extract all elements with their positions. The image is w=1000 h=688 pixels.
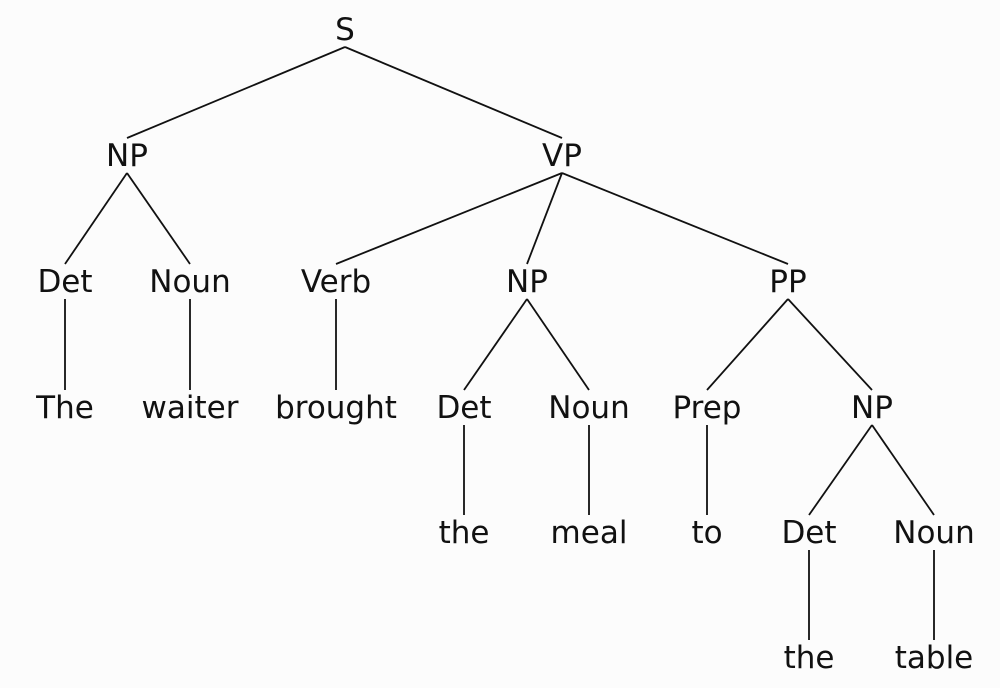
node-pp: PP	[769, 264, 806, 300]
edge-s-to-np-subject	[126, 46, 346, 139]
tree-edges	[64, 46, 935, 640]
node-word-table: table	[895, 640, 974, 676]
edge-s-to-vp	[344, 46, 563, 139]
node-word-the-1: The	[35, 390, 94, 426]
tree-labels: SNPDetTheNounwaiterVPVerbbroughtNPDetthe…	[35, 12, 975, 676]
edge-np-subject-to-det-1	[64, 172, 128, 265]
edge-np-object-to-noun-2	[526, 298, 590, 391]
node-noun-3: Noun	[893, 515, 974, 551]
node-verb: Verb	[301, 264, 371, 300]
node-np-pp: NP	[851, 390, 893, 426]
node-noun-1: Noun	[149, 264, 230, 300]
node-np-subject: NP	[106, 138, 148, 174]
node-det-1: Det	[37, 264, 92, 300]
node-vp: VP	[542, 138, 582, 174]
node-det-3: Det	[781, 515, 836, 551]
node-word-brought: brought	[275, 390, 397, 426]
edge-np-pp-to-det-3	[808, 424, 873, 516]
edge-np-pp-to-noun-3	[871, 424, 935, 516]
node-word-meal: meal	[551, 515, 628, 551]
node-word-the-3: the	[784, 640, 835, 676]
node-word-waiter: waiter	[142, 390, 239, 426]
node-s: S	[335, 12, 355, 48]
edge-vp-to-pp	[561, 172, 789, 265]
node-np-object: NP	[506, 264, 548, 300]
edge-np-subject-to-noun-1	[126, 172, 191, 265]
edge-vp-to-np-object	[526, 172, 563, 265]
node-word-the-2: the	[439, 515, 490, 551]
node-noun-2: Noun	[548, 390, 629, 426]
edge-np-object-to-det-2	[463, 298, 528, 391]
edge-vp-to-verb	[335, 172, 563, 265]
edge-pp-to-prep	[706, 298, 789, 391]
node-word-to: to	[691, 515, 722, 551]
node-det-2: Det	[436, 390, 491, 426]
node-prep: Prep	[673, 390, 742, 426]
edge-pp-to-np-pp	[787, 298, 873, 391]
